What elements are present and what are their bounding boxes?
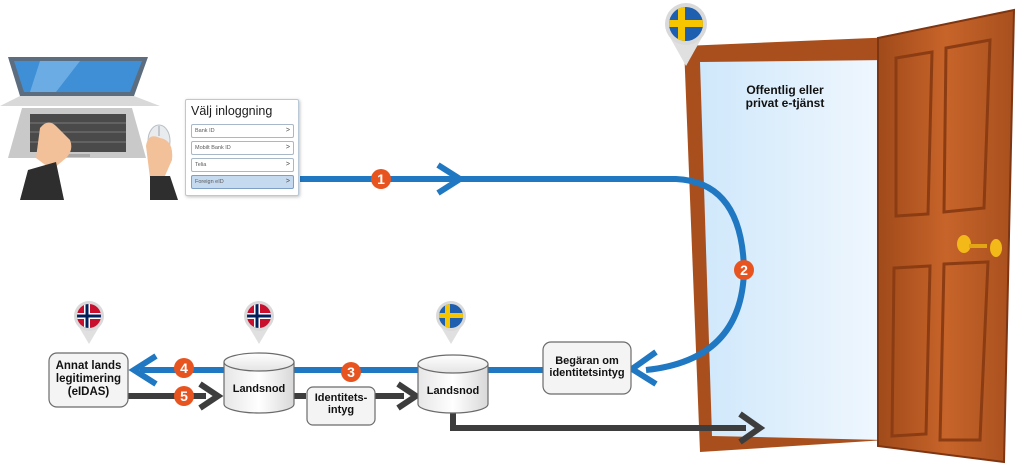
foreign-id-box bbox=[48, 352, 129, 408]
step-badge-3: 3 bbox=[341, 362, 361, 382]
step-badge-1: 1 bbox=[371, 169, 391, 189]
foreign-id-line1: Annat lands bbox=[55, 360, 122, 372]
svg-text:5: 5 bbox=[180, 388, 188, 404]
landsnod-left-label: Landsnod bbox=[232, 383, 286, 395]
chevron-right-icon: > bbox=[285, 161, 290, 168]
step-badge-2: 2 bbox=[734, 260, 754, 280]
assertion-line1: Identitets- bbox=[314, 392, 368, 404]
chevron-right-icon: > bbox=[285, 178, 290, 185]
login-option-label: Telia bbox=[195, 162, 207, 168]
hand-on-mouse-icon bbox=[146, 124, 178, 200]
login-option-mobilt-bank-id[interactable]: Mobilt Bank ID > bbox=[191, 141, 294, 155]
service-label-line2: privat e-tjänst bbox=[745, 96, 825, 111]
login-option-label: Mobilt Bank ID bbox=[195, 145, 231, 151]
login-option-bank-id[interactable]: Bank ID > bbox=[191, 124, 294, 138]
arrowheads-dark bbox=[198, 381, 766, 445]
svg-text:1: 1 bbox=[377, 171, 385, 187]
assertion-label: Identitets- intyg bbox=[307, 392, 375, 417]
flow-request-path bbox=[140, 176, 748, 373]
login-title: Välj inloggning bbox=[191, 104, 273, 118]
door-icon bbox=[684, 8, 1016, 464]
hand-on-keyboard-icon bbox=[20, 122, 72, 200]
request-label: Begäran om identitetsintyg bbox=[543, 355, 631, 380]
sweden-flag-pin-icon bbox=[665, 3, 707, 66]
laptop-icon bbox=[0, 57, 160, 158]
foreign-id-line3: (eIDAS) bbox=[67, 385, 110, 398]
assertion-box bbox=[306, 386, 376, 426]
step-badge-5: 5 bbox=[174, 386, 194, 406]
login-option-telia[interactable]: Telia > bbox=[191, 158, 294, 172]
assertion-line2: intyg bbox=[327, 404, 355, 417]
login-option-label: Bank ID bbox=[195, 128, 215, 134]
login-option-foreign-eid[interactable]: Foreign eID > bbox=[191, 175, 294, 189]
login-selector-panel: Välj inloggning Bank ID > Mobilt Bank ID… bbox=[185, 99, 299, 196]
foreign-id-line2: legitimering bbox=[55, 372, 122, 385]
request-box bbox=[542, 341, 632, 395]
foreign-id-label: Annat lands legitimering (eIDAS) bbox=[49, 360, 128, 399]
request-line1: Begäran om bbox=[555, 355, 619, 367]
sweden-flag-pin-icon bbox=[436, 301, 466, 344]
login-option-label: Foreign eID bbox=[195, 179, 224, 185]
arrowheads-blue bbox=[128, 162, 658, 387]
service-label-line1: Offentlig eller bbox=[746, 83, 824, 97]
norway-flag-pin-icon bbox=[244, 301, 274, 344]
request-line2: identitetsintyg bbox=[549, 367, 625, 380]
landsnod-right-label: Landsnod bbox=[426, 385, 480, 397]
chevron-right-icon: > bbox=[285, 127, 290, 134]
svg-text:3: 3 bbox=[347, 364, 355, 380]
service-label: Offentlig eller privat e-tjänst bbox=[730, 83, 840, 111]
norway-flag-pin-icon bbox=[74, 301, 104, 344]
svg-text:4: 4 bbox=[180, 360, 188, 376]
door-knob-icon bbox=[957, 235, 1002, 257]
landsnod-left-cylinder bbox=[223, 352, 295, 414]
step-badge-4: 4 bbox=[174, 358, 194, 378]
landsnod-right-cylinder bbox=[417, 354, 489, 414]
svg-text:2: 2 bbox=[740, 262, 748, 278]
chevron-right-icon: > bbox=[285, 144, 290, 151]
